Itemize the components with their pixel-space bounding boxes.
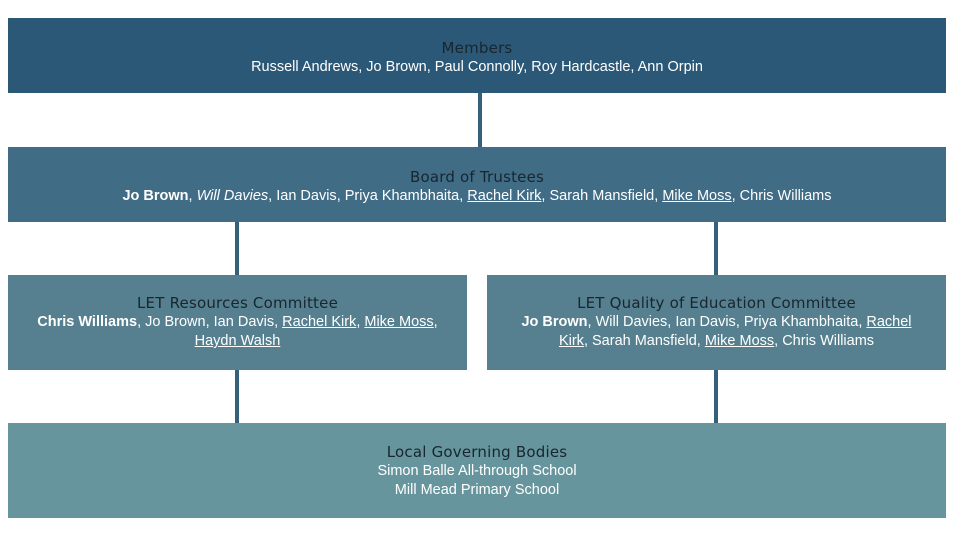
person-name: Sarah Mansfield	[592, 333, 697, 349]
local-governing-bodies-box: Local Governing Bodies Simon Balle All-t…	[8, 423, 946, 518]
separator: ,	[459, 187, 468, 204]
person-name: Jo Brown	[145, 314, 206, 330]
person-name: Ian Davis	[276, 187, 337, 204]
members-names: Russell Andrews, Jo Brown, Paul Connolly…	[251, 58, 703, 75]
connector-quality-lgb	[714, 370, 718, 423]
quality-committee-title: LET Quality of Education Committee	[577, 294, 856, 312]
connector-members-trustees	[478, 93, 482, 147]
separator: ,	[433, 314, 438, 330]
person-name: Mike Moss	[662, 187, 732, 204]
person-name: Jo Brown	[122, 187, 189, 204]
separator: ,	[667, 314, 676, 330]
lgb-school: Simon Balle All-through School	[377, 463, 577, 479]
person-name: Rachel Kirk	[467, 187, 542, 204]
separator: ,	[274, 314, 283, 330]
separator: ,	[696, 333, 705, 349]
board-of-trustees-box: Board of Trustees Jo Brown, Will Davies,…	[8, 147, 946, 222]
person-name: Ian Davis	[213, 314, 275, 330]
person-name: Chris Williams	[739, 187, 832, 204]
separator: ,	[336, 187, 345, 204]
person-name: Rachel Kirk	[282, 314, 357, 330]
person-name: Mike Moss	[704, 333, 775, 349]
person-name: Chris Williams	[782, 333, 875, 349]
separator: ,	[735, 314, 744, 330]
person-name: Jo Brown	[521, 314, 588, 330]
person-name: Will Davies	[595, 314, 668, 330]
quality-committee-box: LET Quality of Education Committee Jo Br…	[487, 275, 946, 370]
members-title: Members	[441, 38, 513, 57]
resources-committee-title: LET Resources Committee	[137, 294, 338, 312]
quality-committee-names: Jo Brown, Will Davies, Ian Davis, Priya …	[505, 313, 928, 351]
lgb-school: Mill Mead Primary School	[394, 482, 560, 498]
person-name: Chris Williams	[37, 314, 138, 330]
person-name: Mike Moss	[364, 314, 434, 330]
separator: ,	[774, 333, 783, 349]
connector-trustees-quality	[714, 222, 718, 275]
lgb-title: Local Governing Bodies	[386, 443, 568, 461]
separator: ,	[858, 314, 867, 330]
separator: ,	[188, 187, 197, 204]
separator: ,	[137, 314, 146, 330]
person-name: Rachel Kirk	[558, 314, 912, 349]
separator: ,	[268, 187, 277, 204]
members-box: Members Russell Andrews, Jo Brown, Paul …	[8, 18, 946, 93]
person-name: Will Davies	[196, 187, 269, 204]
separator: ,	[587, 314, 596, 330]
separator: ,	[541, 187, 550, 204]
separator: ,	[356, 314, 365, 330]
person-name: Ian Davis	[675, 314, 736, 330]
person-name: Priya Khambhaita	[743, 314, 859, 330]
person-name: Sarah Mansfield	[549, 187, 655, 204]
connector-trustees-resources	[235, 222, 239, 275]
person-name: Priya Khambhaita	[344, 187, 460, 204]
separator: ,	[583, 333, 592, 349]
trustees-names: Jo Brown, Will Davies, Ian Davis, Priya …	[122, 187, 831, 206]
separator: ,	[731, 187, 740, 204]
resources-committee-box: LET Resources Committee Chris Williams, …	[8, 275, 467, 370]
separator: ,	[205, 314, 214, 330]
trustees-title: Board of Trustees	[409, 167, 545, 186]
resources-committee-names: Chris Williams, Jo Brown, Ian Davis, Rac…	[26, 313, 449, 351]
separator: ,	[654, 187, 663, 204]
connector-resources-lgb	[235, 370, 239, 423]
person-name: Haydn Walsh	[194, 333, 281, 349]
